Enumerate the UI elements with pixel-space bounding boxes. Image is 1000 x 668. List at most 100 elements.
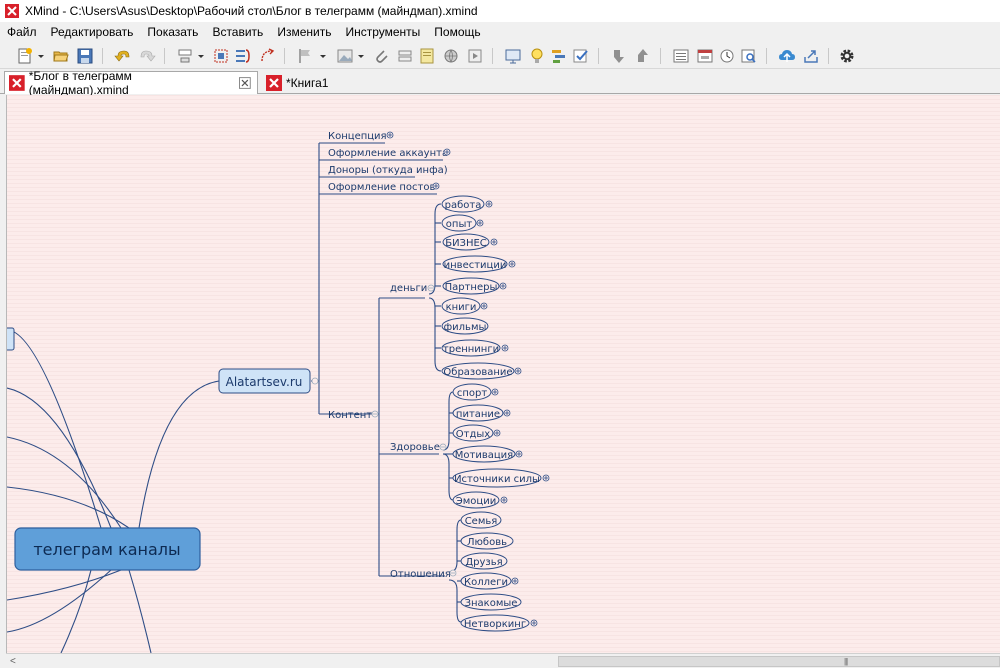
notes-icon[interactable] (418, 47, 436, 65)
audio-icon[interactable] (466, 47, 484, 65)
topic-donory[interactable]: Доноры (откуда инфа) (328, 165, 448, 176)
offscreen-topic[interactable] (7, 327, 15, 351)
close-icon[interactable] (239, 77, 251, 89)
topic-zdorove[interactable]: Здоровье (390, 442, 447, 453)
subtopic-motivaciya[interactable]: Мотивация (452, 445, 523, 463)
subtopic-knigi[interactable]: книги (441, 297, 488, 315)
menu-modify[interactable]: Изменить (277, 25, 332, 39)
subtopic-istochniki-sily[interactable]: Источники силы (452, 468, 550, 488)
title-bar: XMind - C:\Users\Asus\Desktop\Рабочий ст… (0, 0, 1000, 22)
topic-otnosheniya[interactable]: Отношения (390, 569, 457, 580)
clock-icon[interactable] (718, 47, 736, 65)
summary-icon[interactable] (234, 47, 252, 65)
menu-tools[interactable]: Инструменты (345, 25, 421, 39)
svg-text:Концепция: Концепция (328, 131, 387, 142)
image-icon[interactable] (336, 47, 354, 65)
chevron-down-icon[interactable] (356, 47, 366, 65)
svg-text:инвестиции: инвестиции (444, 260, 507, 271)
redo-icon[interactable] (138, 47, 156, 65)
tab-label: *Блог в телеграмм (майндмап).xmind (28, 69, 132, 97)
central-topic[interactable]: телеграм каналы (14, 527, 201, 571)
svg-text:Друзья: Друзья (465, 557, 502, 568)
tab-blog-mindmap[interactable]: *Блог в телеграмм (майндмап).xmind (4, 69, 258, 97)
brainstorm-icon[interactable] (528, 47, 546, 65)
xmind-logo-icon (9, 75, 25, 91)
chevron-down-icon[interactable] (196, 47, 206, 65)
label-icon[interactable] (396, 47, 414, 65)
flag-icon[interactable] (296, 47, 314, 65)
outline-icon[interactable] (672, 47, 690, 65)
drill-down-icon[interactable] (610, 47, 628, 65)
topic-oformlenie-akkaunta[interactable]: Оформление аккаунта (328, 148, 451, 159)
svg-text:работа: работа (445, 200, 482, 211)
boundary-icon[interactable] (212, 47, 230, 65)
svg-text:питание: питание (456, 409, 500, 420)
topic-dengi[interactable]: деньги (390, 283, 435, 294)
menu-help[interactable]: Помощь (434, 25, 481, 39)
svg-text:Контент: Контент (328, 410, 372, 421)
scroll-left-arrow-icon[interactable]: < (10, 656, 16, 667)
new-file-icon[interactable] (16, 47, 34, 65)
save-icon[interactable] (76, 47, 94, 65)
subtopic-semya[interactable]: Семья (460, 511, 502, 529)
svg-text:Оформление аккаунта: Оформление аккаунта (328, 148, 448, 159)
chevron-down-icon[interactable] (36, 47, 46, 65)
tab-kniga1[interactable]: *Книга1 (262, 71, 358, 94)
presentation-icon[interactable] (504, 47, 522, 65)
central-connector-lines (7, 142, 462, 653)
subtopic-pitanie[interactable]: питание (452, 404, 511, 422)
drill-up-icon[interactable] (634, 47, 652, 65)
xmind-logo-icon (5, 4, 19, 18)
subtopic-biznes[interactable]: БИЗНЕС (442, 233, 498, 251)
subtopic-partnery[interactable]: Партнеры (442, 277, 507, 295)
subtopic-filmy[interactable]: фильмы (441, 317, 489, 335)
subtopic-znakomye[interactable]: Знакомые (460, 593, 522, 611)
insert-topic-icon[interactable] (176, 47, 194, 65)
svg-text:Нетворкинг: Нетворкинг (464, 619, 526, 630)
menu-edit[interactable]: Редактировать (50, 25, 134, 39)
gear-icon[interactable] (838, 47, 856, 65)
subtopic-opyt[interactable]: опыт (441, 214, 484, 232)
subtopic-netvorking[interactable]: Нетворкинг (460, 614, 538, 632)
svg-text:деньги: деньги (390, 283, 427, 294)
properties-icon[interactable] (696, 47, 714, 65)
subtopic-otdyh[interactable]: Отдых (452, 424, 501, 442)
topic-oformlenie-postov[interactable]: Оформление постов (328, 182, 440, 193)
left-edge (0, 95, 6, 668)
menu-insert[interactable]: Вставить (212, 25, 264, 39)
main-topic[interactable]: Alatartsev.ru (218, 368, 319, 394)
mindmap-canvas[interactable]: телеграм каналы Alatartsev.ru Концепция … (6, 95, 1000, 653)
chevron-down-icon[interactable] (318, 47, 328, 65)
subtopic-druzya[interactable]: Друзья (460, 552, 508, 570)
subtopic-obrazovanie[interactable]: Образование (441, 362, 522, 380)
menu-file[interactable]: Файл (7, 25, 37, 39)
task-icon[interactable] (572, 47, 590, 65)
subtopic-emocii[interactable]: Эмоции (452, 491, 508, 509)
svg-text:Партнеры: Партнеры (445, 282, 498, 293)
subtopic-sport[interactable]: спорт (452, 383, 499, 401)
subtopic-lyubov[interactable]: Любовь (460, 532, 514, 550)
svg-text:спорт: спорт (457, 388, 488, 399)
editor-tab-bar: *Блог в телеграмм (майндмап).xmind *Книг… (0, 69, 1000, 97)
scroll-thumb[interactable] (558, 656, 1000, 667)
search-icon[interactable] (740, 47, 758, 65)
subtopic-kollegi[interactable]: Коллеги (460, 572, 519, 590)
svg-text:Отдых: Отдых (456, 429, 491, 440)
open-folder-icon[interactable] (52, 47, 70, 65)
subtopic-investicii[interactable]: инвестиции (442, 255, 516, 273)
hyperlink-icon[interactable] (442, 47, 460, 65)
attachment-icon[interactable] (372, 47, 390, 65)
gantt-icon[interactable] (550, 47, 568, 65)
undo-icon[interactable] (114, 47, 132, 65)
svg-text:БИЗНЕС: БИЗНЕС (445, 238, 487, 249)
scroll-grip-icon: ||| (844, 657, 848, 666)
topic-kontent[interactable]: Контент (328, 410, 379, 421)
subtopic-rabota[interactable]: работа (441, 195, 493, 213)
menu-view[interactable]: Показать (147, 25, 199, 39)
subtopic-treningi[interactable]: треннинги (441, 339, 509, 357)
share-icon[interactable] (802, 47, 820, 65)
horizontal-scrollbar[interactable]: < ||| (6, 653, 1000, 668)
upload-cloud-icon[interactable] (778, 47, 796, 65)
relationship-icon[interactable] (258, 47, 276, 65)
topic-koncepciya[interactable]: Концепция (328, 131, 394, 142)
